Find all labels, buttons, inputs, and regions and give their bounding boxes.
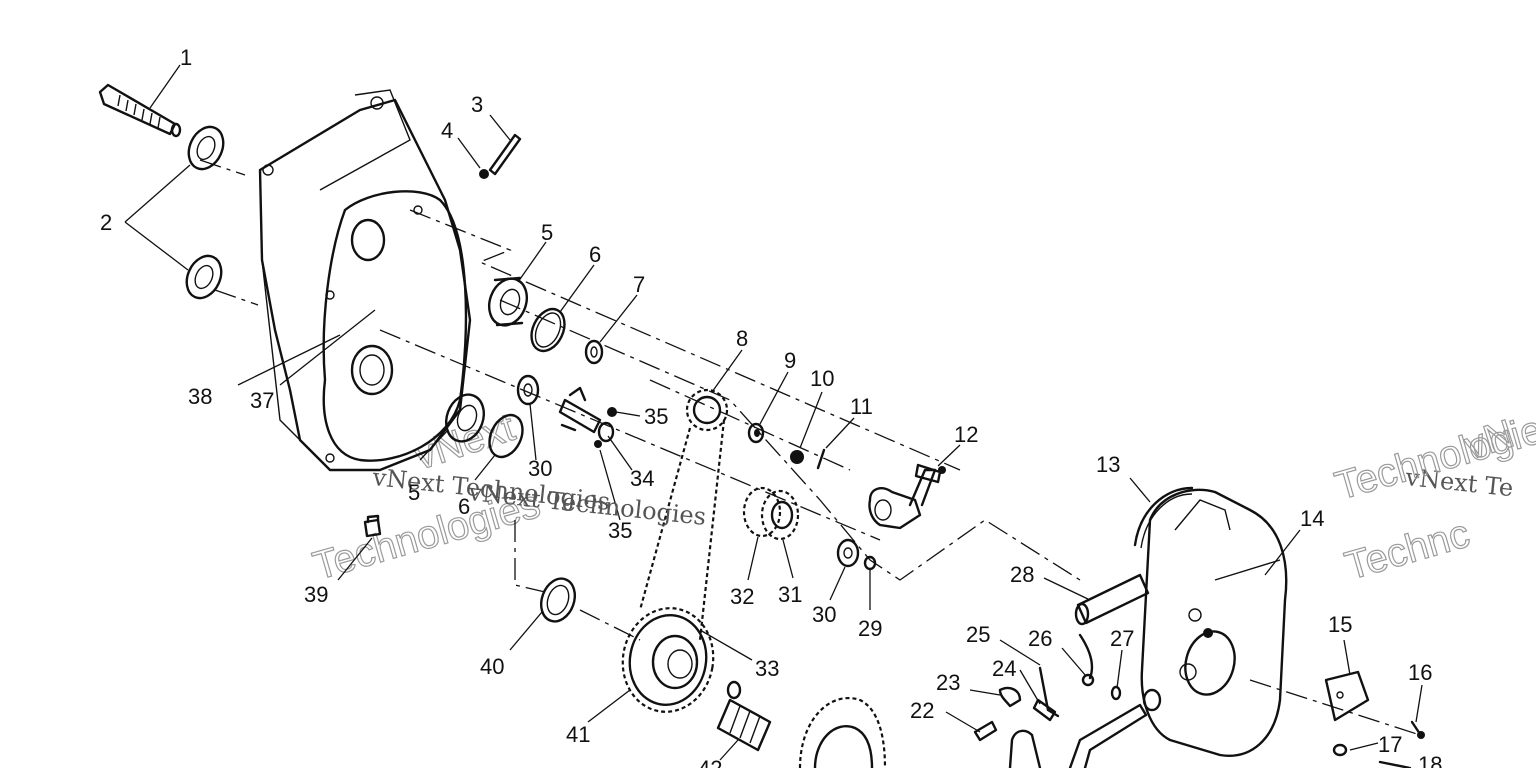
callout-34: 34 — [630, 466, 654, 491]
part-29-ring — [863, 555, 877, 571]
part-5-bearing-upper — [487, 276, 529, 327]
callout-6-lower: 6 — [458, 494, 470, 519]
callout-4: 4 — [441, 118, 453, 143]
part-9-washer — [747, 422, 765, 444]
callout-32: 32 — [730, 584, 754, 609]
part-7-washer — [584, 339, 604, 365]
part-17-18-hardware — [1332, 743, 1412, 768]
part-3-bolt — [479, 133, 522, 179]
callout-18: 18 — [1418, 752, 1442, 768]
part-34-shaft — [558, 386, 617, 448]
callout-5-upper: 5 — [541, 220, 553, 245]
callout-8: 8 — [736, 326, 748, 351]
callout-33: 33 — [755, 656, 779, 681]
part-23-clip — [998, 686, 1022, 708]
part-40-washer — [539, 577, 577, 623]
lever-bottom — [1008, 688, 1162, 768]
part-6-oring-upper — [530, 307, 566, 353]
part-1-shaft — [98, 83, 182, 138]
callout-labels: 1 2 3 4 5 6 7 8 9 10 11 12 13 14 15 16 1… — [100, 45, 1442, 768]
part-13-gasket — [1133, 486, 1194, 549]
callout-6-upper: 6 — [589, 242, 601, 267]
leader-lines — [124, 64, 1423, 761]
callout-7: 7 — [633, 272, 645, 297]
part-27-ring — [1110, 685, 1122, 701]
callout-30-lower: 30 — [812, 602, 836, 627]
callout-29: 29 — [858, 616, 882, 641]
part-22-pin — [973, 720, 998, 742]
callout-35-upper: 35 — [644, 404, 668, 429]
callout-25: 25 — [966, 622, 990, 647]
callout-2: 2 — [100, 210, 112, 235]
part-42-shaft — [716, 680, 772, 752]
callout-9: 9 — [784, 348, 796, 373]
part-8-sprocket — [685, 388, 729, 432]
callout-11: 11 — [850, 394, 873, 419]
callout-5-lower: 5 — [408, 480, 420, 505]
callout-23: 23 — [936, 670, 960, 695]
callout-15: 15 — [1328, 612, 1352, 637]
callout-14: 14 — [1300, 506, 1324, 531]
callout-37: 37 — [250, 388, 274, 413]
callout-30-upper: 30 — [528, 456, 552, 481]
gear-bottom — [798, 697, 887, 768]
callout-1: 1 — [180, 45, 192, 70]
callout-27: 27 — [1110, 626, 1134, 651]
part-24-25-clip — [1032, 666, 1060, 722]
part-33-chain — [638, 419, 726, 641]
callout-3: 3 — [471, 92, 483, 117]
callout-41: 41 — [566, 722, 590, 747]
part-12-shift-arm — [868, 463, 946, 530]
part-26-link — [1078, 633, 1095, 687]
callout-35-lower: 35 — [608, 518, 632, 543]
callout-16: 16 — [1408, 660, 1432, 685]
watermark-outline-4: Technc — [1340, 511, 1474, 588]
callout-22: 22 — [910, 698, 934, 723]
watermark-front: vNext Technologies Technologies — [466, 401, 1536, 530]
part-28-shaft — [1074, 573, 1150, 626]
callout-38: 38 — [188, 384, 212, 409]
callout-40: 40 — [480, 654, 504, 679]
part-41-large-sprocket — [621, 607, 715, 713]
part-6-oring-lower — [488, 413, 524, 459]
callout-31: 31 — [778, 582, 802, 607]
callout-26: 26 — [1028, 626, 1052, 651]
part-15-bracket — [1324, 670, 1370, 722]
part-5-bearing-lower — [444, 393, 486, 443]
callout-39: 39 — [304, 582, 328, 607]
callout-10: 10 — [810, 366, 834, 391]
part-31-32-gear — [742, 486, 800, 541]
part-2-seals — [185, 125, 225, 300]
callout-17: 17 — [1378, 732, 1402, 757]
part-16-screw — [1410, 720, 1425, 739]
gear-case-housing — [258, 89, 472, 472]
part-11-pin — [816, 448, 826, 470]
part-10-nut — [790, 450, 804, 464]
callout-24: 24 — [992, 656, 1016, 681]
callout-13: 13 — [1096, 452, 1120, 477]
callout-12: 12 — [954, 422, 978, 447]
callout-42: 42 — [698, 756, 722, 768]
part-30-washer-upper — [516, 374, 540, 406]
part-30-washer-lower — [836, 538, 860, 568]
part-14-cover — [1140, 488, 1288, 757]
callout-28: 28 — [1010, 562, 1034, 587]
part-39-plug — [363, 514, 382, 538]
